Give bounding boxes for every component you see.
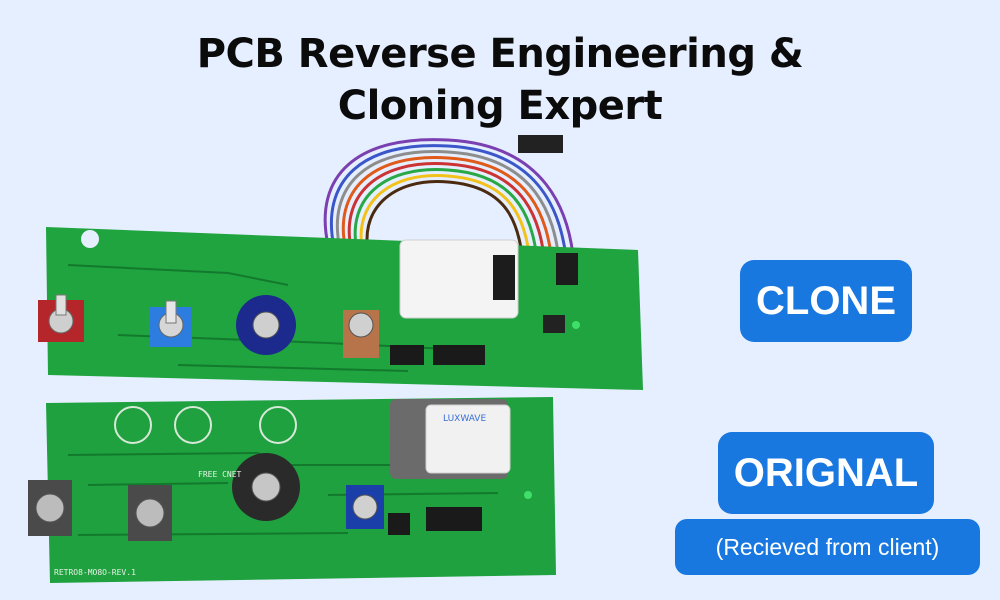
original-label: ORIGNAL	[733, 450, 919, 495]
clone-label: CLONE	[756, 278, 896, 323]
clone-badge: CLONE	[740, 260, 912, 342]
pcb-photo: LUXWAVE FREE CNET RETRO8-MO8O-REV.1	[28, 135, 643, 583]
ic-chip	[433, 345, 485, 365]
title-line-1: PCB Reverse Engineering &	[196, 31, 804, 77]
original-badge: ORIGNAL	[718, 432, 934, 514]
title-line-2: Cloning Expert	[337, 83, 663, 129]
ic-chip	[426, 507, 482, 531]
original-board: LUXWAVE FREE CNET RETRO8-MO8O-REV.1	[28, 397, 556, 583]
cable-connector	[518, 135, 563, 153]
ic-chip	[390, 345, 424, 365]
board-silkscreen: RETRO8-MO8O-REV.1	[54, 568, 136, 577]
ic-chip	[388, 513, 410, 535]
header-connector	[556, 253, 578, 285]
module-board	[399, 239, 519, 319]
original-note: (Recieved from client)	[715, 533, 940, 560]
clone-board	[38, 227, 643, 390]
board-label: FREE CNET	[198, 470, 242, 479]
page-title: PCB Reverse Engineering & Cloning Expert	[0, 28, 1000, 132]
original-note-badge: (Recieved from client)	[675, 519, 980, 575]
connector	[543, 315, 565, 333]
module-brand-text: LUXWAVE	[443, 414, 486, 424]
ribbon-cable	[323, 138, 575, 270]
